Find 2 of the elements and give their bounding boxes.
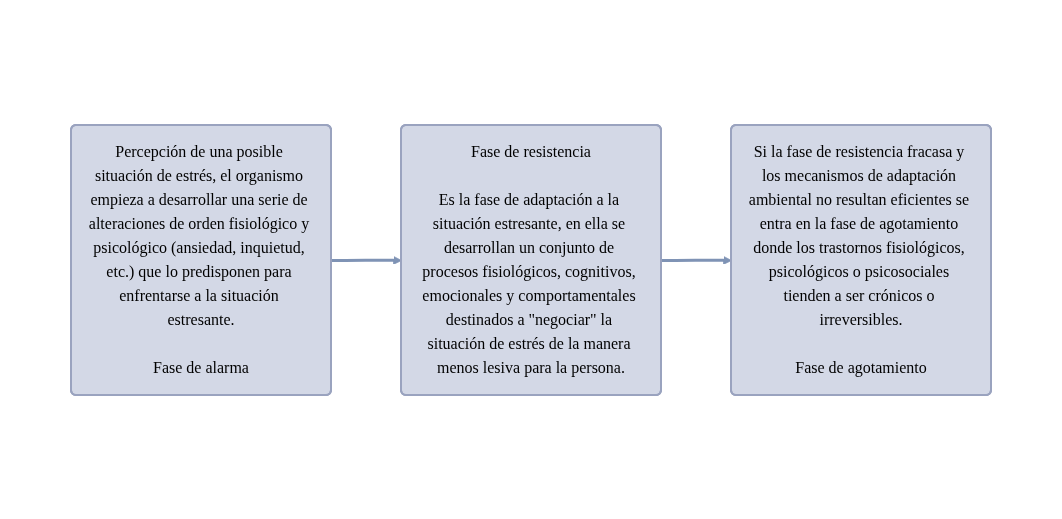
arrow xyxy=(331,255,402,265)
arrow xyxy=(661,255,732,265)
